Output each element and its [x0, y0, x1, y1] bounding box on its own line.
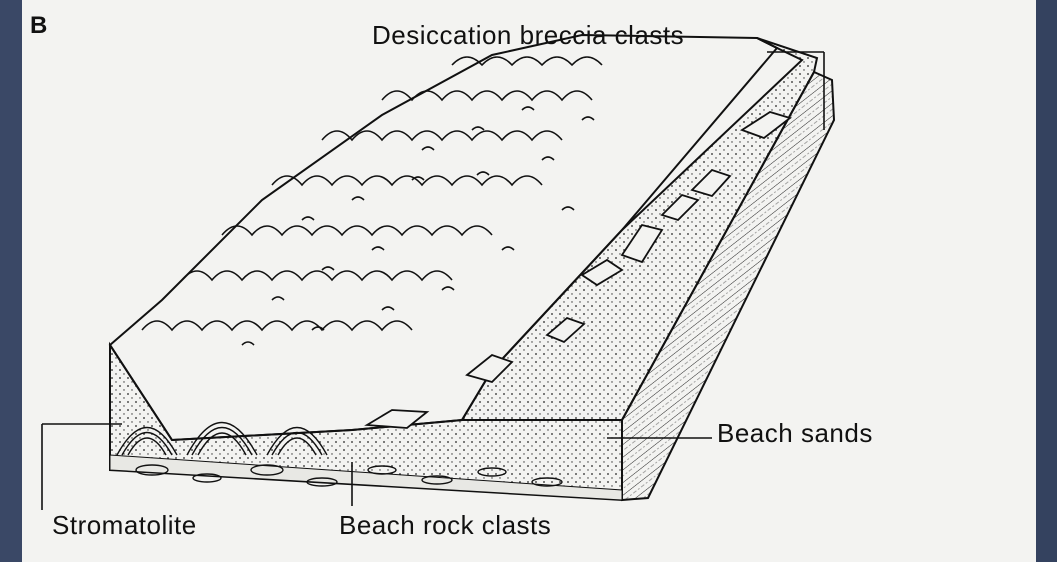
label-stromatolite: Stromatolite [52, 510, 197, 541]
label-desiccation-breccia-clasts: Desiccation breccia clasts [372, 20, 684, 51]
label-beach-sands: Beach sands [717, 418, 873, 449]
slide-left-border [0, 0, 24, 562]
panel-letter: B [30, 12, 47, 40]
block-diagram [22, 0, 1036, 562]
slide-right-border [1035, 0, 1057, 562]
figure-panel: B Desiccation breccia clasts Beach sands… [22, 0, 1036, 562]
label-beach-rock-clasts: Beach rock clasts [339, 510, 551, 541]
